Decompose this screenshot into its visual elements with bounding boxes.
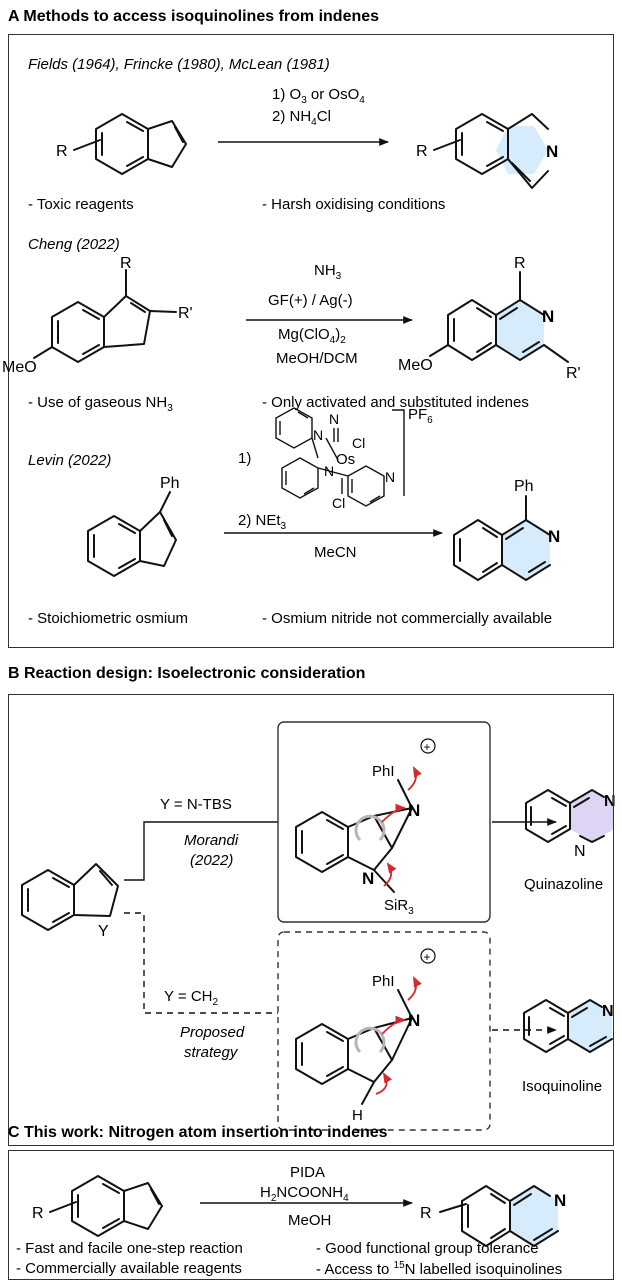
b-upper-n1: N [408, 801, 420, 820]
a3-step-1: 1) [238, 450, 252, 467]
section-b-panel [8, 694, 614, 1146]
a2-isoquinoline: R N R' MeO [398, 255, 581, 382]
os-atom-label: Os [336, 451, 355, 468]
a3-product-n: N [548, 527, 560, 546]
c-reagent-carbamate: H2NCOONH4 [260, 1184, 349, 1204]
os-cl1-label: Cl [352, 435, 365, 451]
a2-nh3: NH3 [314, 262, 342, 282]
os-nitride-n: N [329, 411, 339, 427]
b-lower-h: H [352, 1107, 363, 1124]
b-lower-ref-1: Proposed [180, 1024, 245, 1041]
b-lower-branch-line [124, 912, 278, 1014]
c-product-n: N [554, 1191, 566, 1210]
b-lower-phi: PhI [372, 973, 395, 990]
a3-product-ph: Ph [514, 478, 534, 495]
a2-reference: Cheng (2022) [28, 236, 120, 253]
b-lower-box [277, 931, 491, 1131]
c-bullet-labelled: - Access to 15N labelled isoquinolines [316, 1260, 563, 1278]
b-lower-intermediate: PhI + N H [295, 948, 436, 1124]
c-bullet-commercial: - Commercially available reagents [16, 1260, 242, 1277]
b-upper-plus: + [424, 740, 431, 754]
a3-isoquinoline: Ph N [453, 478, 560, 581]
b-lower-ref-2: strategy [184, 1044, 238, 1061]
a2-note-gaseous: - Use of gaseous NH3 [28, 394, 173, 414]
a3-indene: Ph [87, 475, 180, 577]
a1-isoquinoline: R N [416, 113, 558, 189]
a2-note-activated: - Only activated and substituted indenes [262, 394, 529, 411]
a3-note-stoichiometric: - Stoichiometric osmium [28, 610, 189, 627]
os-nitride-complex: N N N N Os Cl Cl [275, 407, 405, 511]
quinazoline-n2: N [574, 843, 586, 860]
a2-product-rprime: R' [566, 365, 581, 382]
b-upper-intermediate: PhI + N N SiR3 [295, 738, 436, 917]
os-n2-label: N [324, 463, 334, 479]
b-quinazoline-label: Quinazoline [524, 876, 604, 893]
b-quinazoline: N N [525, 789, 616, 860]
a1-product-r: R [416, 143, 428, 160]
c-isoquinoline: R N [420, 1185, 566, 1247]
b-upper-ref-1: Morandi [184, 832, 239, 849]
b-upper-condition: Y = N-TBS [160, 796, 232, 813]
b-upper-sir3: SiR3 [384, 897, 414, 917]
c-indene: R [32, 1175, 163, 1237]
a3-solvent: MeCN [314, 544, 357, 561]
c-solvent: MeOH [288, 1212, 332, 1229]
os-n1-label: N [313, 427, 323, 443]
a1-condition-2: 2) NH4Cl [272, 108, 331, 128]
a2-mg-salt: Mg(ClO4)2 [278, 326, 346, 346]
a2-rprime-label: R' [178, 305, 193, 322]
b-upper-ref-2: (2022) [190, 852, 234, 869]
b-isoquinoline-n: N [602, 1003, 614, 1020]
b-upper-phi: PhI [372, 763, 395, 780]
a2-meo-label: MeO [2, 359, 37, 376]
c-product-r: R [420, 1205, 432, 1222]
os-cl2-label: Cl [332, 495, 345, 511]
a1-r-label: R [56, 143, 68, 160]
quinazoline-n1: N [604, 793, 616, 810]
c-bullet-fast: - Fast and facile one-step reaction [16, 1240, 243, 1257]
a3-reference: Levin (2022) [28, 452, 112, 469]
section-c-panel [8, 1150, 614, 1280]
b-lower-condition: Y = CH2 [164, 988, 219, 1008]
a3-ph-label: Ph [160, 475, 180, 492]
section-b-title: B Reaction design: Isoelectronic conside… [8, 665, 366, 682]
c-r-label: R [32, 1205, 44, 1222]
a1-reference: Fields (1964), Frincke (1980), McLean (1… [28, 56, 330, 73]
a1-condition-1: 1) O3 or OsO4 [272, 86, 365, 106]
a3-note-not-commercial: - Osmium nitride not commercially availa… [262, 610, 553, 627]
c-bullet-tolerance: - Good functional group tolerance [316, 1240, 539, 1257]
a1-note-harsh: - Harsh oxidising conditions [262, 196, 446, 213]
a2-indene: R R' MeO [2, 255, 193, 376]
a2-electrodes: GF(+) / Ag(-) [268, 292, 353, 309]
b-lower-plus: + [424, 950, 431, 964]
a3-step-2: 2) NEt3 [238, 512, 287, 532]
b-isoquinoline-label: Isoquinoline [522, 1078, 603, 1095]
section-a-title: A Methods to access isoquinolines from i… [8, 8, 380, 25]
c-reagent-pida: PIDA [290, 1164, 326, 1181]
b-indole-like-start: Y [21, 863, 119, 940]
os-n3-label: N [385, 469, 395, 485]
b-upper-box [277, 721, 491, 923]
section-c-title: C This work: Nitrogen atom insertion int… [8, 1124, 388, 1141]
a2-product-r: R [514, 255, 526, 272]
b-lower-n: N [408, 1011, 420, 1030]
a1-note-toxic: - Toxic reagents [28, 196, 134, 213]
b-y-label: Y [98, 923, 109, 940]
b-upper-branch-line [124, 821, 278, 881]
b-upper-n2: N [362, 869, 374, 888]
a3-pf6: PF6 [408, 406, 433, 426]
a2-r-label: R [120, 255, 132, 272]
b-isoquinoline: N [523, 999, 614, 1053]
a2-product-n: N [542, 307, 554, 326]
a1-product-n: N [546, 142, 558, 161]
a2-solvent: MeOH/DCM [276, 350, 358, 367]
a2-product-meo: MeO [398, 357, 433, 374]
a1-indene: R [56, 113, 187, 175]
